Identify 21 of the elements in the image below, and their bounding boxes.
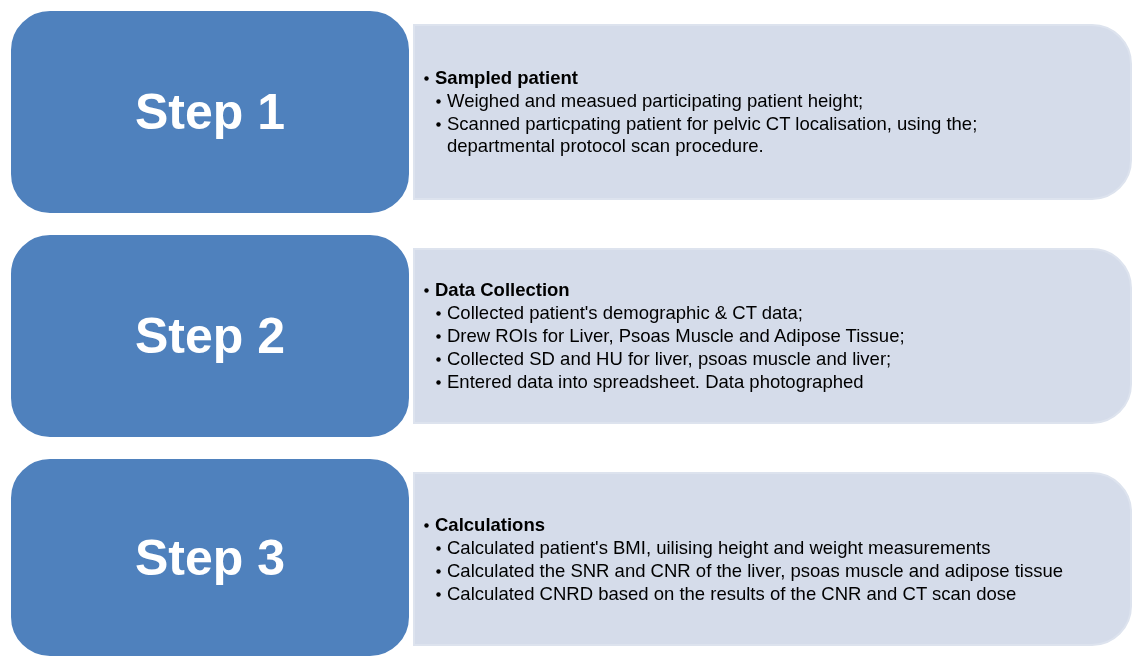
step-label: Step 2 — [134, 307, 286, 365]
description-panel — [413, 472, 1132, 646]
bullet-text: Scanned particpating patient for pelvic CT localisation, using the; departmental protocol scan procedure. — [447, 113, 979, 157]
bullet-text: Collected patient's demographic & CT data; — [447, 302, 803, 324]
bullet-text: Entered data into spreadsheet. Data photographed — [447, 371, 864, 393]
description-panel — [413, 248, 1132, 424]
bullet-text: Collected SD and HU for liver, psoas muscle and liver; — [447, 348, 892, 370]
panel-heading: Sampled patient — [435, 67, 578, 89]
bullet-text: Weighed and measued participating patient height; — [447, 90, 864, 112]
step-box — [8, 456, 412, 659]
bullet-text: Calculated patient's BMI, uilising height and weight measurements — [447, 536, 991, 559]
panel-heading: Data Collection — [435, 279, 570, 301]
step-box — [8, 8, 412, 216]
step-box — [8, 232, 412, 440]
step-label: Step 1 — [134, 83, 286, 141]
description-panel — [413, 24, 1132, 200]
bullet-text: Calculated the SNR and CNR of the liver, psoas muscle and adipose tissue — [447, 559, 1063, 582]
step-label: Step 3 — [134, 528, 286, 587]
bullet-text: Drew ROIs for Liver, Psoas Muscle and Adipose Tissue; — [447, 325, 905, 347]
panel-heading: Calculations — [435, 513, 545, 536]
bullet-text: Calculated CNRD based on the results of the CNR and CT scan dose — [447, 582, 1017, 605]
